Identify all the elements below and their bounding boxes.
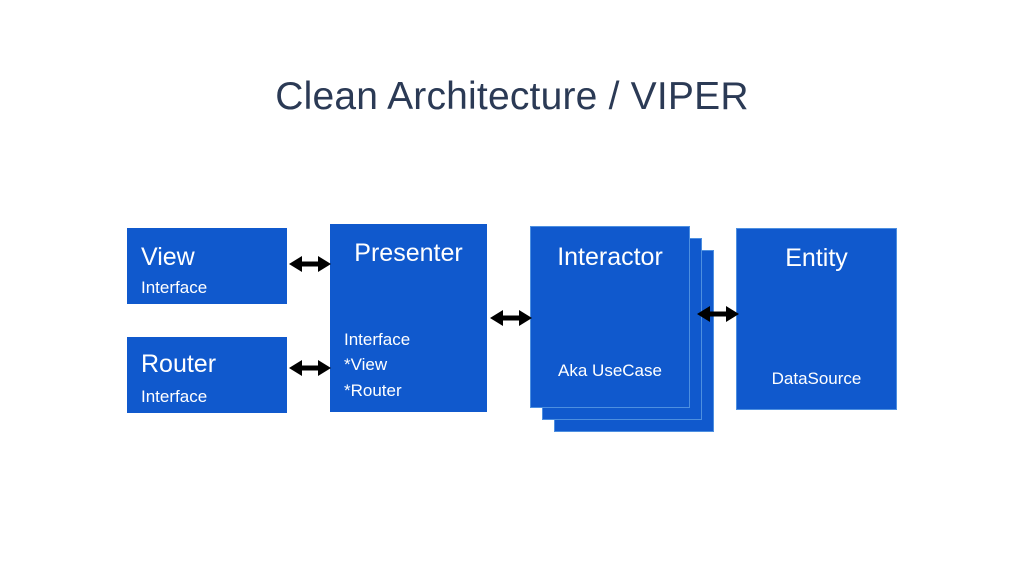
node-entity-subtitle: DataSource <box>771 369 862 389</box>
double-arrow-icon-presenter-interactor <box>490 307 532 329</box>
double-arrow-icon-router-presenter <box>289 357 331 379</box>
node-presenter[interactable]: Presenter Interface *View *Router <box>330 224 487 412</box>
node-presenter-line-interface: Interface <box>344 329 411 349</box>
node-router-subtitle: Interface <box>141 387 208 406</box>
node-entity-title: Entity <box>785 244 848 272</box>
double-arrow-icon-view-presenter <box>289 253 331 275</box>
node-presenter-title: Presenter <box>354 239 463 267</box>
node-presenter-line-view: *View <box>344 355 388 375</box>
node-presenter-details: Interface *View *Router <box>344 327 410 404</box>
node-view[interactable]: View Interface <box>127 228 287 304</box>
node-router-title: Router <box>141 350 217 378</box>
node-router[interactable]: Router Interface <box>127 337 287 413</box>
node-interactor-subtitle: Aka UseCase <box>558 361 662 381</box>
page-title: Clean Architecture / VIPER <box>275 75 749 118</box>
node-interactor-title: Interactor <box>557 243 663 271</box>
node-view-subtitle: Interface <box>141 278 208 297</box>
node-presenter-line-router: *Router <box>344 381 402 401</box>
node-interactor-stack[interactable]: Interactor Aka UseCase <box>530 226 718 444</box>
node-interactor-card-front[interactable]: Interactor Aka UseCase <box>530 226 690 408</box>
node-entity[interactable]: Entity DataSource <box>736 228 897 410</box>
double-arrow-icon-interactor-entity <box>697 303 739 325</box>
node-view-title: View <box>141 243 195 271</box>
